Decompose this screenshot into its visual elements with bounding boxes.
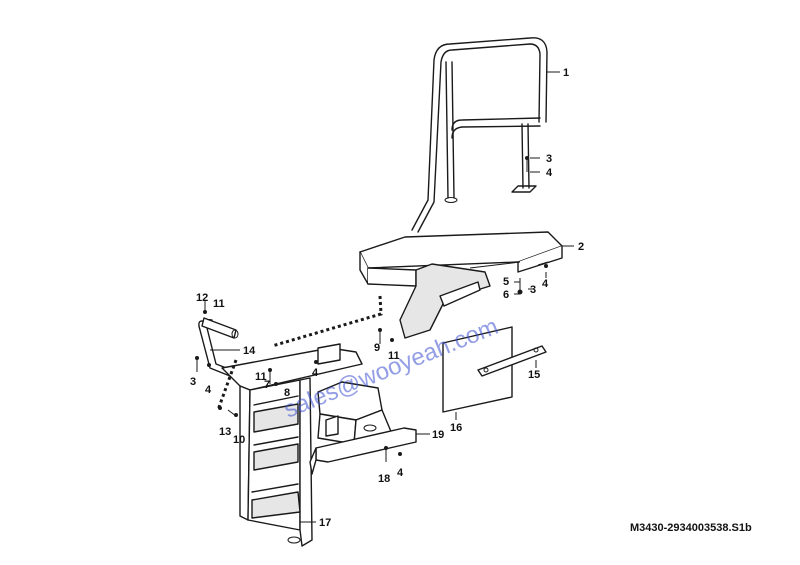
callout-17: 17 bbox=[319, 517, 331, 529]
callout-1: 1 bbox=[563, 67, 569, 79]
callout-10: 10 bbox=[233, 434, 245, 446]
hand-grip bbox=[198, 317, 245, 382]
callout-11: 11 bbox=[213, 298, 225, 310]
callout-4: 4 bbox=[205, 384, 212, 396]
callout-4: 4 bbox=[546, 167, 553, 179]
part-number: M3430-2934003538.S1b bbox=[630, 522, 752, 534]
bracket-assembly bbox=[309, 381, 417, 475]
fasteners bbox=[195, 156, 549, 462]
callout-3: 3 bbox=[190, 376, 196, 388]
callout-18: 18 bbox=[378, 473, 390, 485]
callout-5: 5 bbox=[503, 276, 509, 288]
platform-step bbox=[359, 231, 563, 339]
callout-19: 19 bbox=[432, 429, 444, 441]
callout-7: 7 bbox=[264, 379, 270, 391]
callout-16: 16 bbox=[450, 422, 462, 434]
mounting-lines bbox=[216, 295, 383, 411]
callout-4: 4 bbox=[397, 467, 404, 479]
callout-2: 2 bbox=[578, 241, 584, 253]
callout-12: 12 bbox=[196, 292, 208, 304]
callout-13: 13 bbox=[219, 426, 231, 438]
cover-plate bbox=[442, 326, 547, 413]
callout-3: 3 bbox=[530, 284, 536, 296]
ladder-frame bbox=[221, 343, 363, 547]
callout-4: 4 bbox=[542, 278, 549, 290]
handrail bbox=[411, 37, 548, 233]
callout-11: 11 bbox=[388, 350, 400, 362]
callout-15: 15 bbox=[528, 369, 540, 381]
callout-14: 14 bbox=[243, 345, 256, 357]
callout-6: 6 bbox=[503, 289, 509, 301]
callout-labels: 1 3 4 2 5 3 4 6 12 11 14 3 4 11 7 8 4 9 … bbox=[190, 67, 584, 529]
callout-4: 4 bbox=[312, 367, 319, 379]
callout-9: 9 bbox=[374, 342, 380, 354]
callout-11: 11 bbox=[255, 371, 267, 383]
callout-8: 8 bbox=[284, 387, 290, 399]
callout-3: 3 bbox=[546, 153, 552, 165]
leader-lines bbox=[210, 71, 574, 523]
